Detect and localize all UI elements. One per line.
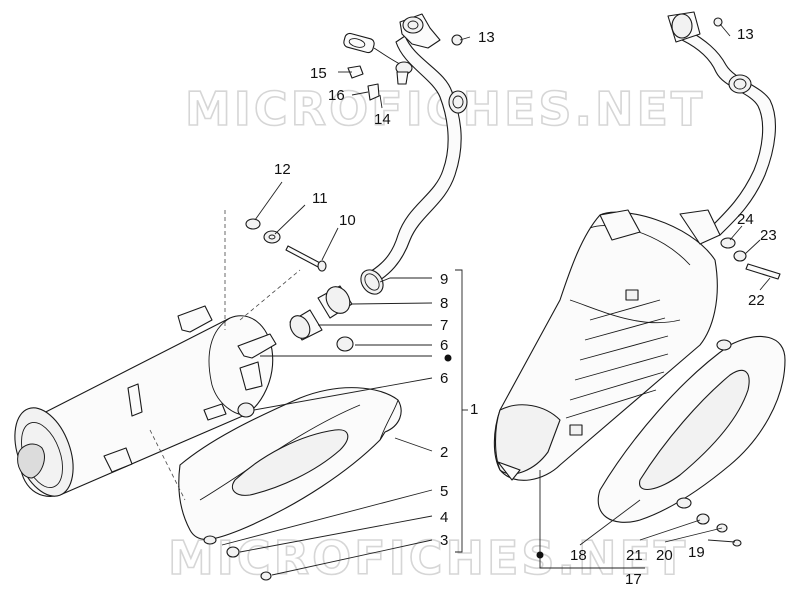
left-exhaust-pipe (360, 13, 468, 295)
left-hardware (226, 218, 354, 581)
callout-6-lower: 6 (440, 370, 448, 387)
callout-6-upper: 6 (440, 337, 448, 354)
right-heat-shield (597, 336, 786, 523)
callout-14: 14 (374, 111, 391, 128)
reference-dot-left (444, 354, 452, 362)
callout-8: 8 (440, 295, 448, 312)
callout-13-left: 13 (478, 29, 495, 46)
callout-12: 12 (274, 161, 291, 178)
callout-4: 4 (440, 509, 448, 526)
callout-9: 9 (440, 271, 448, 288)
callout-20: 20 (656, 547, 673, 564)
callout-22: 22 (748, 292, 765, 309)
leader-lines (221, 23, 771, 576)
callout-24: 24 (737, 211, 754, 228)
right-muffler (493, 209, 721, 481)
left-heat-shield (178, 387, 402, 545)
callout-16: 16 (328, 87, 345, 104)
callout-7: 7 (440, 317, 448, 334)
lambda-sensor-parts (343, 32, 463, 101)
callout-2: 2 (440, 444, 448, 461)
callout-11: 11 (312, 190, 328, 207)
callout-1: 1 (470, 401, 478, 418)
callout-18: 18 (570, 547, 587, 564)
callout-5: 5 (440, 483, 448, 500)
watermark-bottom: MICROFICHES.NET (168, 531, 688, 585)
callout-21: 21 (626, 547, 643, 564)
right-hardware (696, 237, 781, 547)
callout-labels: 13 15 16 14 12 11 10 9 8 7 6 6 1 2 5 4 3… (274, 26, 777, 588)
left-muffler (14, 305, 277, 497)
callout-15: 15 (310, 65, 327, 82)
reference-dot-right (536, 551, 544, 559)
callout-10: 10 (339, 212, 356, 229)
callout-17: 17 (625, 571, 642, 588)
callout-23: 23 (760, 227, 777, 244)
callout-19: 19 (688, 544, 705, 561)
callout-13-right: 13 (737, 26, 754, 43)
callout-3: 3 (440, 532, 448, 549)
